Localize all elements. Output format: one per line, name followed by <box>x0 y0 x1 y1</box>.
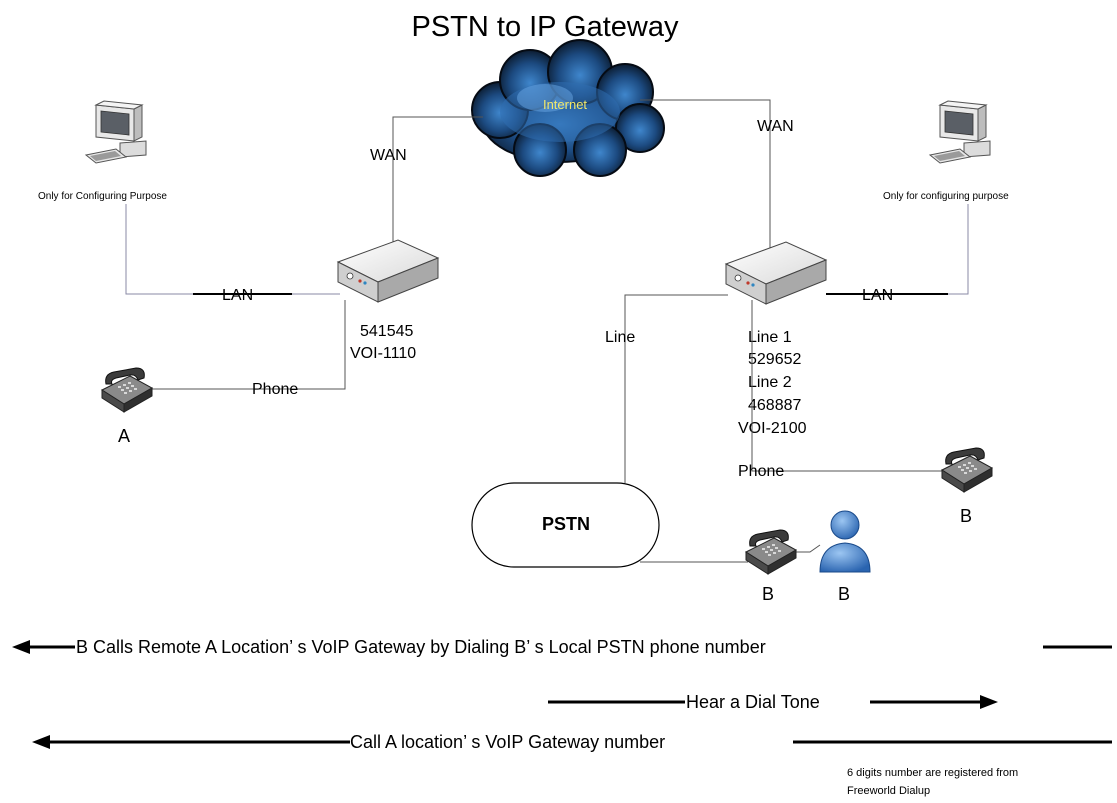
flow-arrow-1 <box>12 640 1112 654</box>
phone-b-right-caption: B <box>960 506 972 526</box>
internet-cloud-icon <box>471 39 665 177</box>
line-connector <box>624 294 728 483</box>
right-pc-caption: Only for configuring purpose <box>883 191 1009 202</box>
right-gateway-icon <box>725 241 827 305</box>
left-gateway-icon <box>337 239 439 303</box>
wan-right-label: WAN <box>757 118 794 135</box>
wan-left-connector <box>392 116 483 280</box>
phone-b-pstn-caption: B <box>762 584 774 604</box>
pstn-label: PSTN <box>542 514 590 534</box>
pstn-phone-connector <box>640 544 821 563</box>
phone-a-icon <box>101 367 153 413</box>
flow-arrow-1-label: B Calls Remote A Location’ s VoIP Gatewa… <box>76 637 766 657</box>
lan-left-label: LAN <box>222 287 253 304</box>
left-pc-icon <box>85 100 147 164</box>
right-gateway-line1-label: Line 1 <box>748 329 792 346</box>
right-gateway-line1-number: 529652 <box>748 351 801 368</box>
flow-arrow-3 <box>32 735 1112 749</box>
footnote-line-2: Freeworld Dialup <box>847 785 930 797</box>
lan-left-connector <box>125 204 340 295</box>
phone-b-pstn-icon <box>745 529 797 575</box>
pstn-shape <box>471 482 660 568</box>
flow-arrow-2 <box>548 695 998 709</box>
phone-right-label: Phone <box>738 463 784 480</box>
lan-right-connector <box>826 204 969 295</box>
phone-left-connector <box>150 300 346 390</box>
lan-right-label: LAN <box>862 287 893 304</box>
flow-arrow-2-label: Hear a Dial Tone <box>686 692 820 712</box>
left-gateway-number: 541545 <box>360 323 413 340</box>
right-pc-icon <box>929 100 991 164</box>
right-gateway-line2-label: Line 2 <box>748 374 792 391</box>
internet-label: Internet <box>543 97 587 112</box>
right-gateway-line2-number: 468887 <box>748 397 801 414</box>
left-pc-caption: Only for Configuring Purpose <box>38 191 167 202</box>
right-gateway-model: VOI-2100 <box>738 420 807 437</box>
flow-arrow-3-label: Call A location’ s VoIP Gateway number <box>350 732 665 752</box>
footnote-line-1: 6 digits number are registered from <box>847 767 1018 779</box>
phone-right-connector <box>751 300 945 472</box>
person-b-caption: B <box>838 584 850 604</box>
line-label: Line <box>605 329 635 346</box>
diagram-title: PSTN to IP Gateway <box>411 11 679 43</box>
wan-right-connector <box>640 99 771 285</box>
phone-a-caption: A <box>118 426 130 446</box>
left-gateway-model: VOI-1110 <box>350 345 416 362</box>
wan-left-label: WAN <box>370 147 407 164</box>
phone-left-label: Phone <box>252 381 298 398</box>
phone-b-right-icon <box>941 447 993 493</box>
person-b-icon <box>819 510 871 573</box>
